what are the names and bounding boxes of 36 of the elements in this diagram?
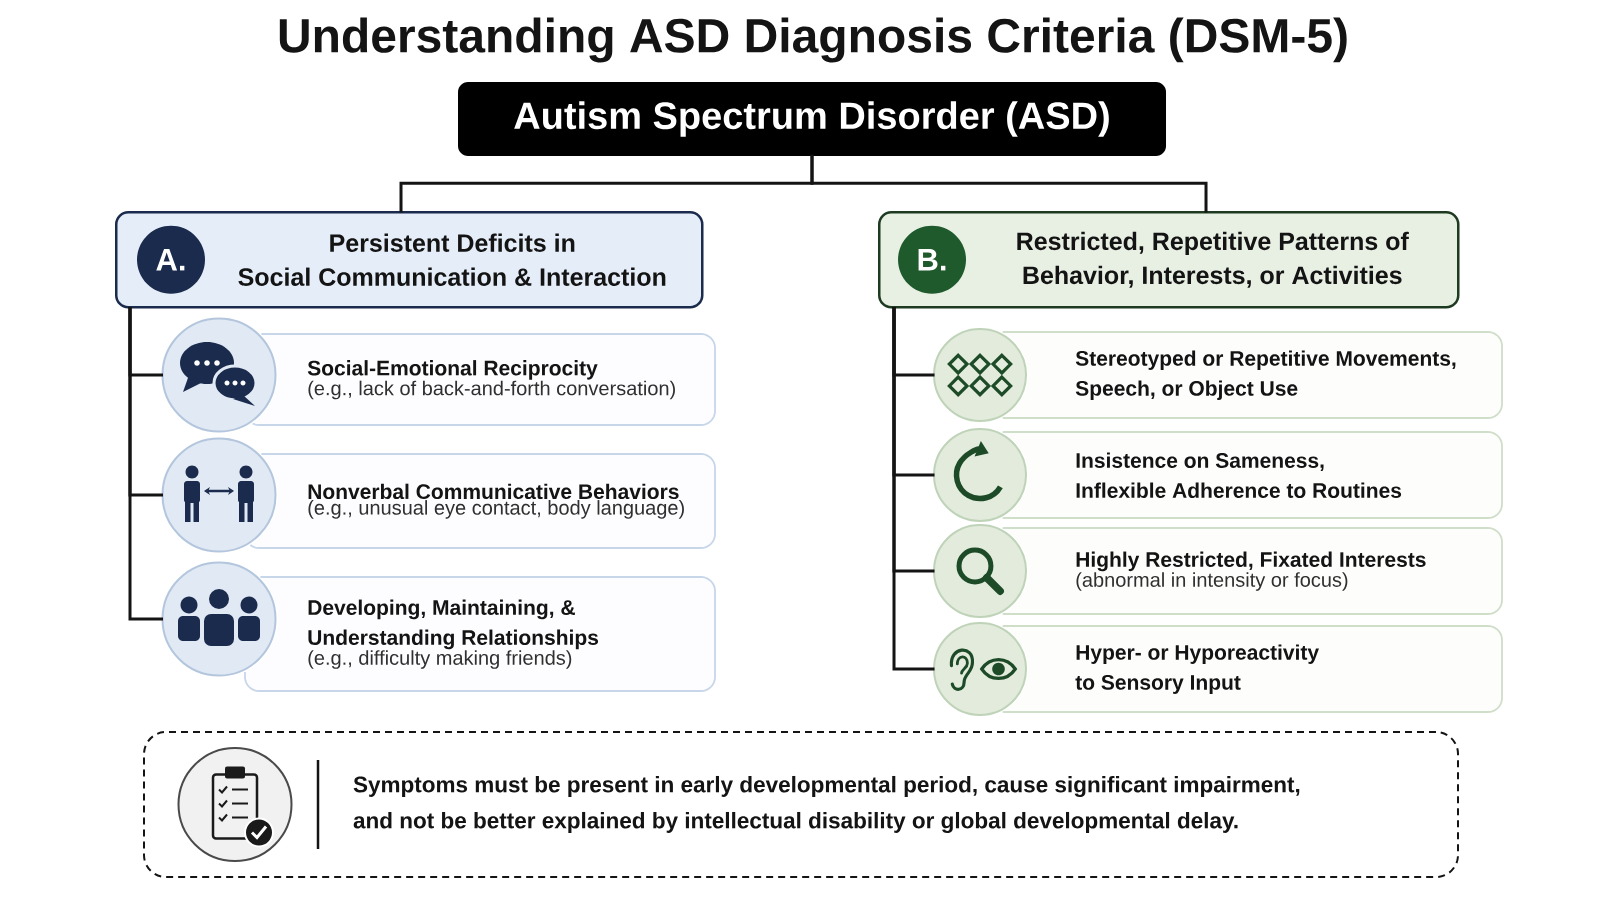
criterion-card — [244, 576, 716, 692]
item-title: Developing, Maintaining, & Understanding Relationships — [308, 599, 599, 650]
icon-circle — [933, 622, 1027, 716]
connector-line — [128, 307, 163, 621]
letter-badge: A. — [137, 225, 205, 294]
item-title: Social-Emotional Reciprocity — [307, 360, 598, 380]
icon-circle — [933, 328, 1027, 422]
heading: Restricted, Repetitive Patterns of Behavior, Interests, or Activities — [1017, 231, 1409, 288]
item-example: (e.g., difficulty making friends) — [308, 650, 572, 669]
letter-badge: B. — [898, 225, 966, 294]
item-title: Hyper- or Hyporeactivity to Sensory Input — [1075, 644, 1319, 694]
criterion-card — [1001, 527, 1503, 615]
note-box — [143, 731, 1459, 878]
criterion-card — [1001, 331, 1503, 419]
connector-line — [810, 154, 1208, 213]
criterion-card — [1001, 431, 1503, 519]
item-title: Highly Restricted, Fixated Interests — [1076, 551, 1426, 572]
item-title: Insistence on Sameness, Inflexible Adherence to Routines — [1076, 452, 1402, 498]
item-title: Stereotyped or Repetitive Movements, Speech, or Object Use — [1075, 350, 1456, 400]
icon-circle — [933, 524, 1027, 618]
category-box — [115, 211, 704, 309]
criterion-card — [1001, 625, 1503, 713]
heading: Persistent Deficits in Social Communication & Interaction — [238, 233, 666, 286]
icon-circle — [933, 428, 1027, 522]
icon-circle — [177, 747, 293, 862]
title: Understanding ASD Diagnosis Criteria (DSM-5) — [279, 17, 1347, 63]
note-text: Symptoms must be present in early developmental period, cause significant impairment, and not be better explained by intellectual disability or global developmental delay. — [353, 775, 1300, 834]
criterion-card — [251, 333, 716, 426]
connector-line — [892, 307, 935, 671]
criterion-card — [249, 453, 716, 549]
title-box: Autism Spectrum Disorder (ASD) — [458, 82, 1166, 156]
item-example: (e.g., unusual eye contact, body language) — [308, 500, 684, 519]
category-box — [878, 211, 1460, 309]
item-title: Nonverbal Communicative Behaviors — [308, 483, 679, 500]
item-example: (e.g., lack of back-and-forth conversation) — [308, 380, 675, 400]
item-example: (abnormal in intensity or focus) — [1076, 572, 1348, 591]
